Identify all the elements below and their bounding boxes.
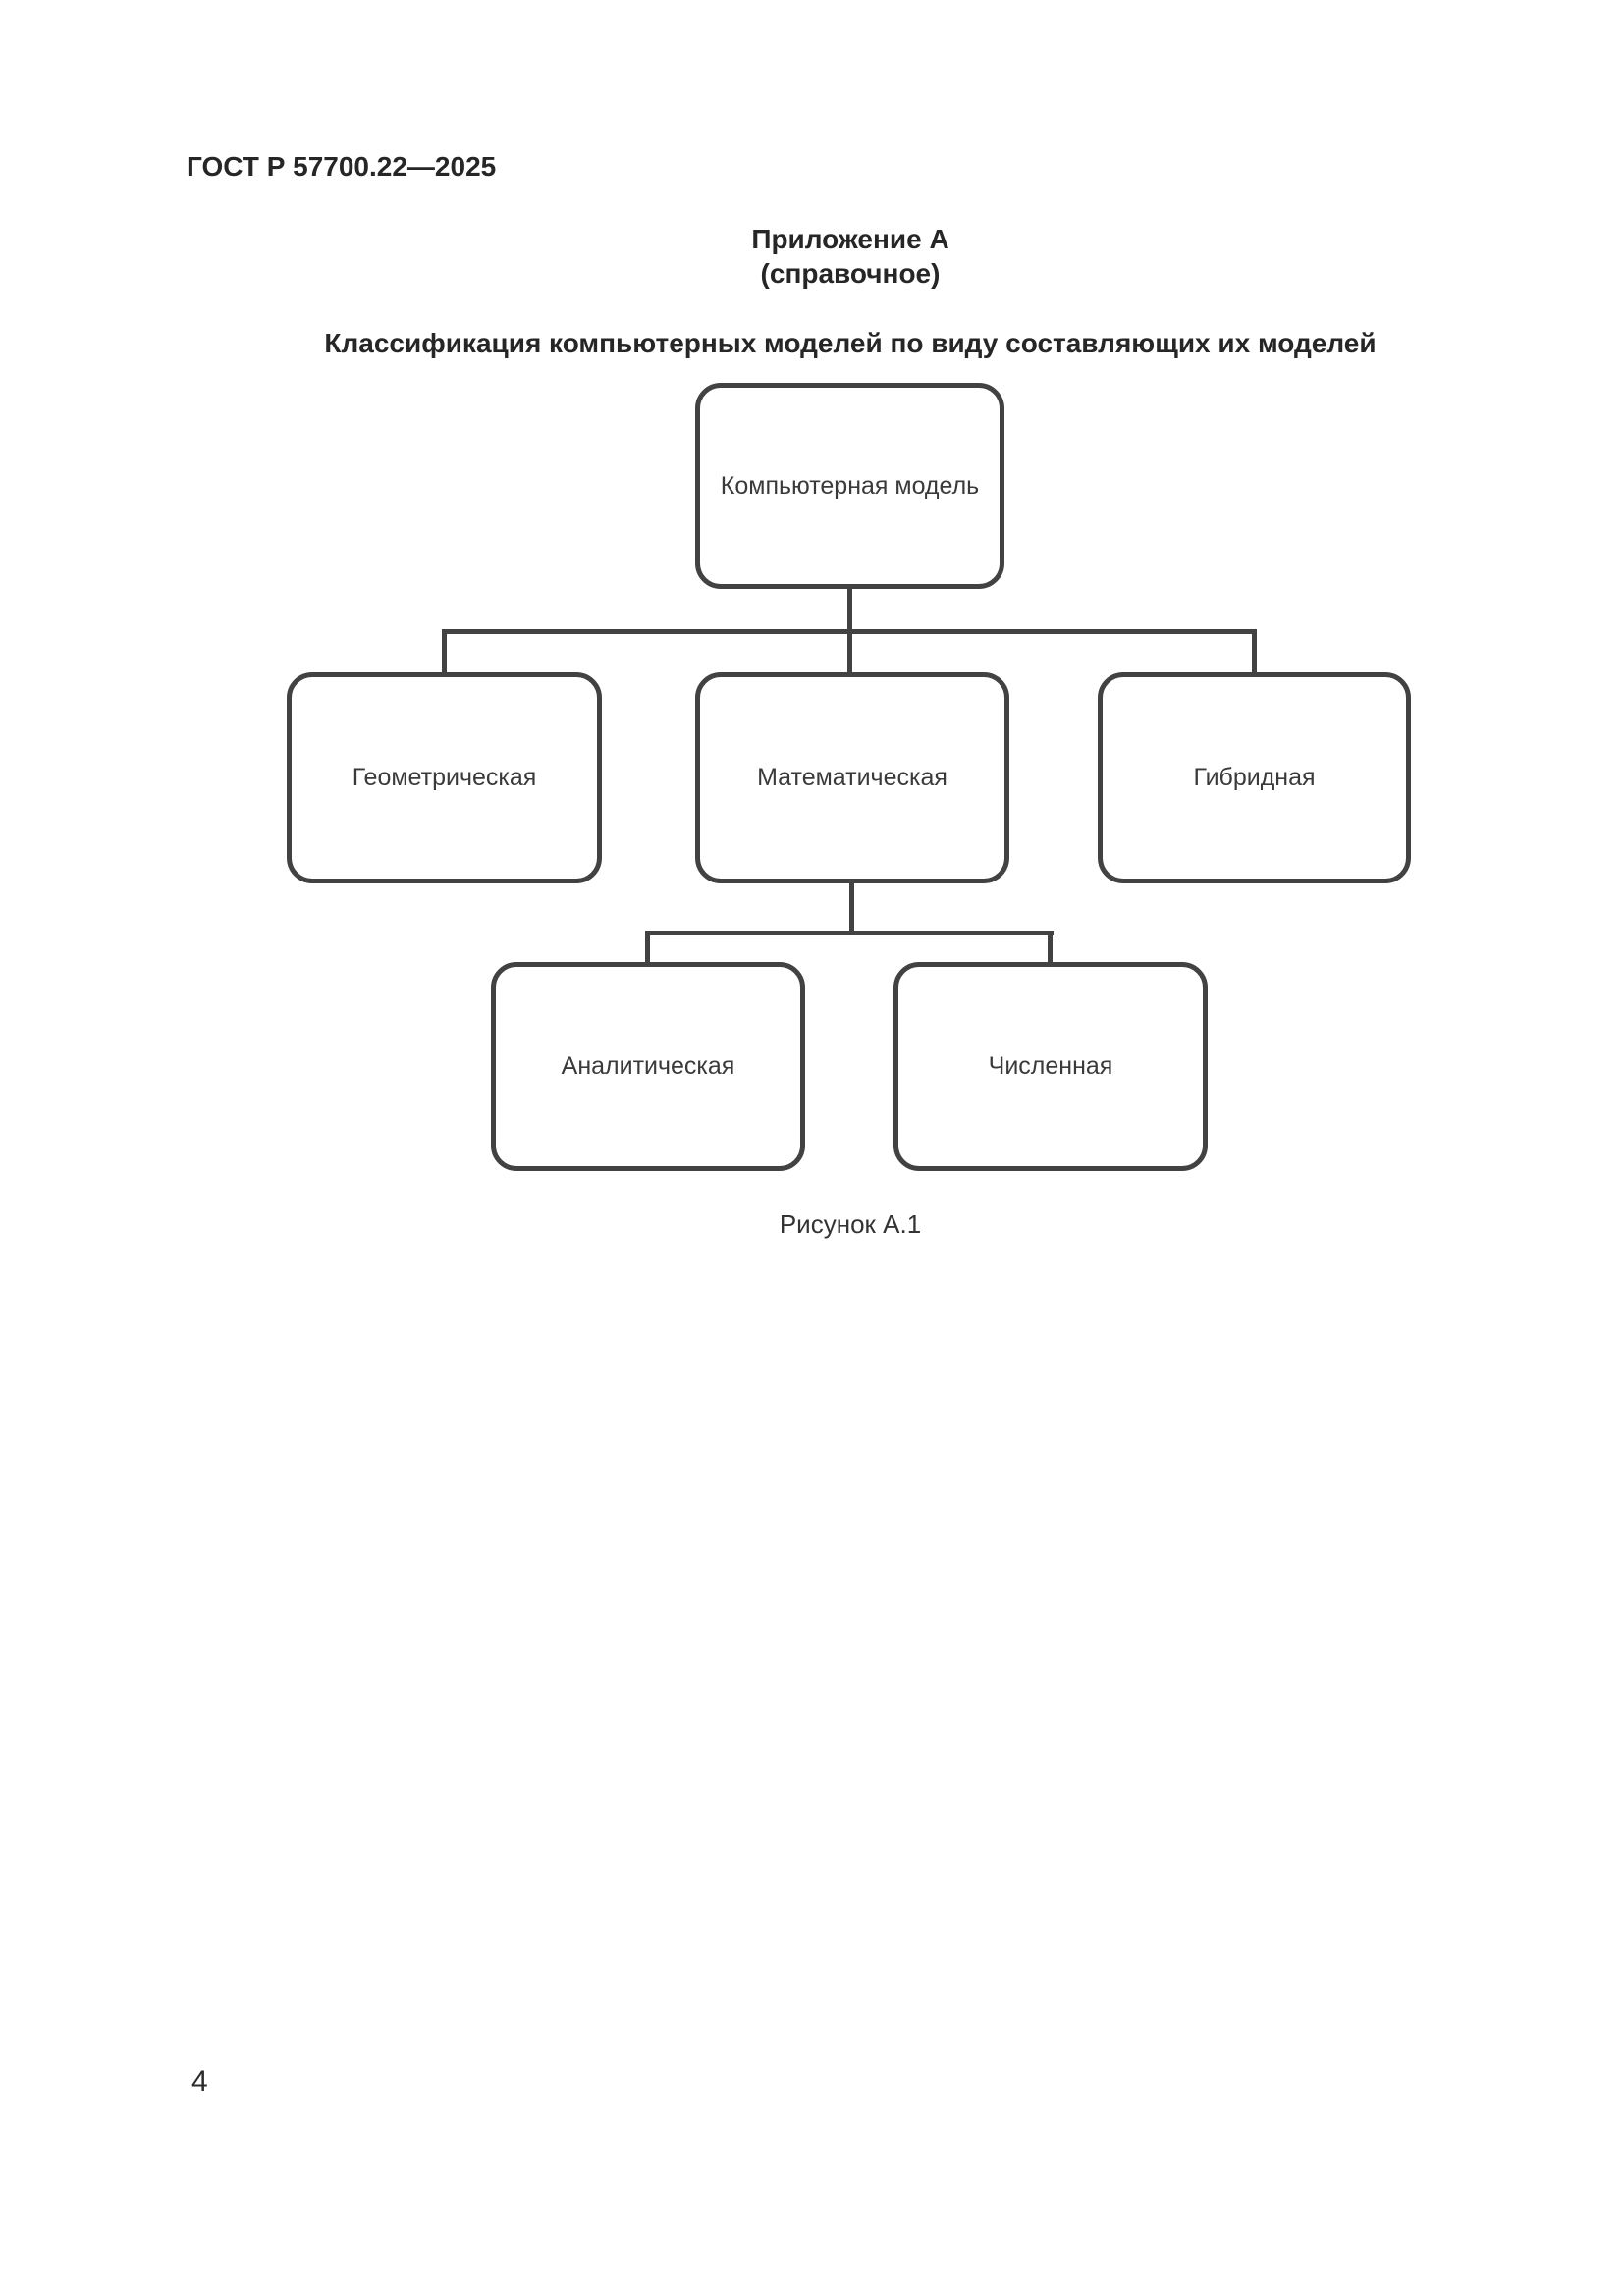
document-header: ГОСТ Р 57700.22—2025: [187, 151, 497, 182]
node-analytical: Аналитическая: [491, 962, 805, 1171]
connector-analytical-drop: [645, 931, 650, 965]
connector-level2-hline: [645, 931, 1054, 935]
node-hybrid: Гибридная: [1098, 672, 1411, 883]
node-computer-model: Компьютерная модель: [695, 383, 1004, 589]
appendix-subtitle: (справочное): [760, 258, 941, 289]
node-mathematical: Математическая: [695, 672, 1009, 883]
classification-diagram: Компьютерная модель Геометрическая Матем…: [287, 383, 1411, 1171]
connector-geometric-drop: [442, 629, 447, 675]
node-geometric: Геометрическая: [287, 672, 602, 883]
connector-math-stem: [849, 881, 854, 935]
node-numerical: Численная: [893, 962, 1208, 1171]
connector-numerical-drop: [1048, 931, 1053, 965]
figure-caption: Рисунок А.1: [779, 1209, 922, 1239]
connector-level1-hline: [442, 629, 1257, 634]
appendix-title: Приложение А: [751, 224, 949, 254]
page-number: 4: [191, 2065, 208, 2098]
section-heading: Классификация компьютерных моделей по ви…: [324, 328, 1377, 358]
connector-hybrid-drop: [1252, 629, 1257, 675]
